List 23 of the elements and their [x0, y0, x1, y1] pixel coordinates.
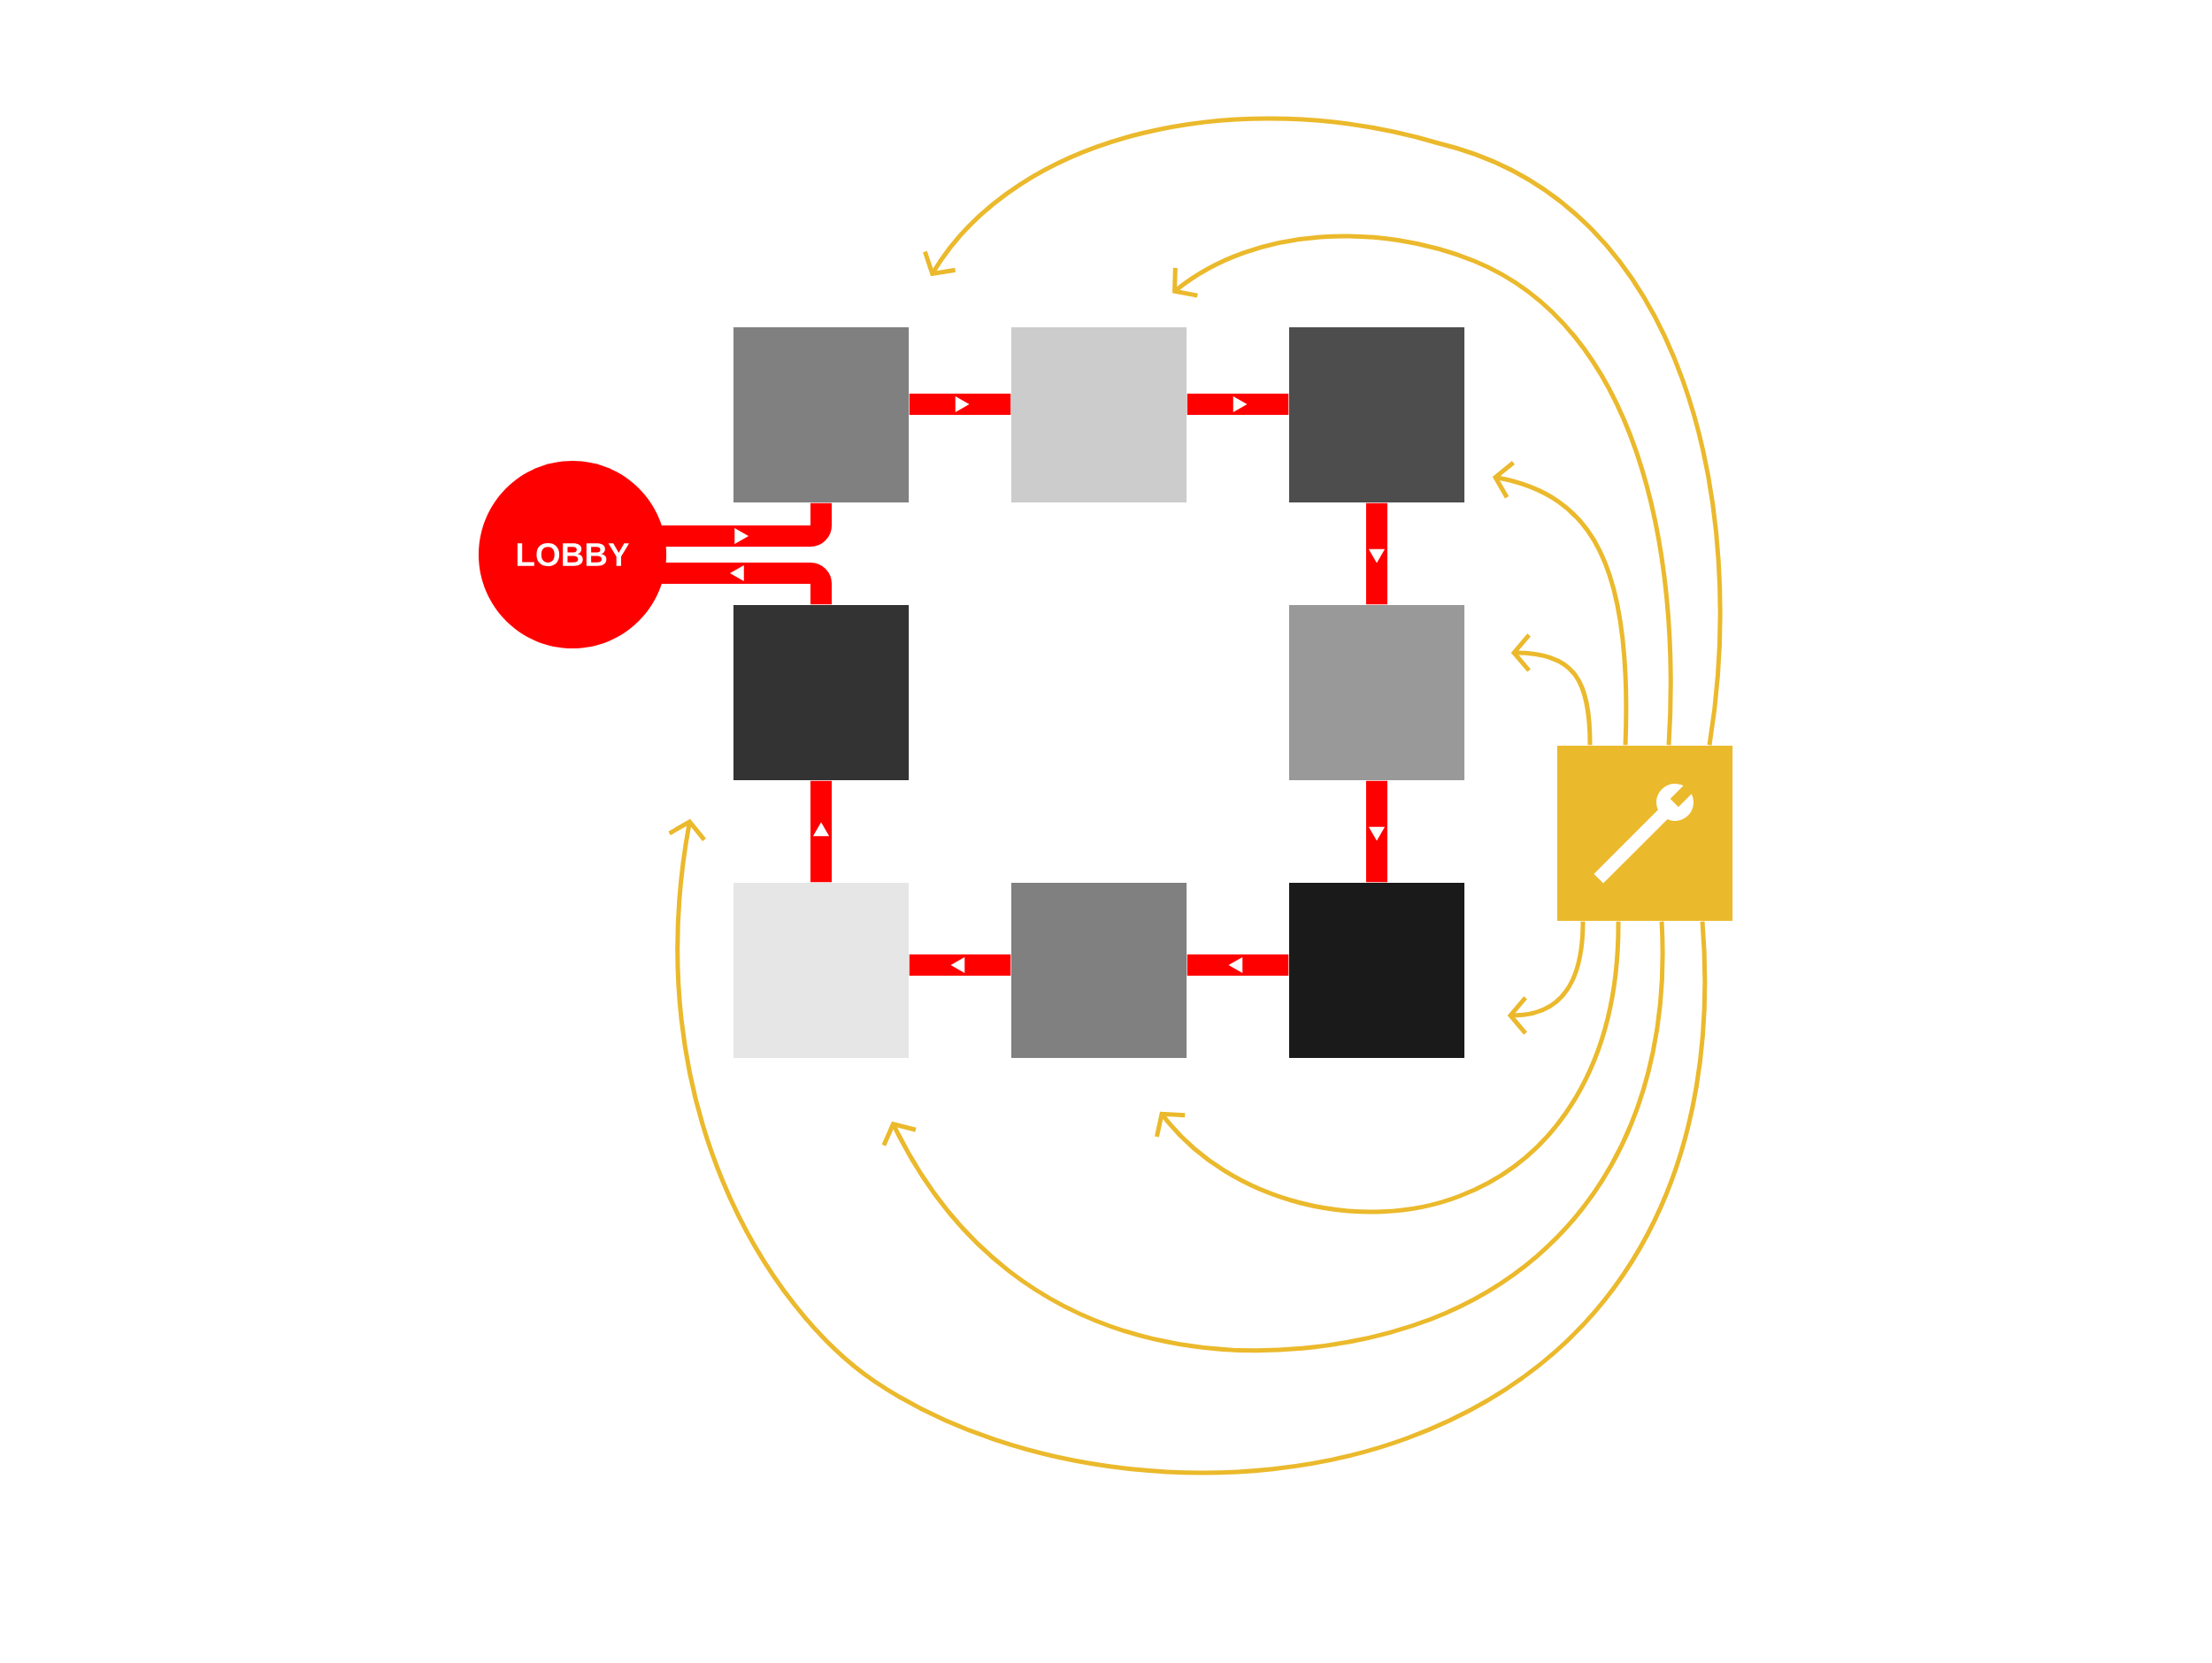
- curved-arrow: [1172, 234, 1673, 746]
- curved-arrow: [1507, 921, 1586, 1035]
- arrow: [1366, 780, 1388, 883]
- arrow: [810, 780, 832, 883]
- square-block: [1288, 326, 1465, 503]
- curved-arrow: [1510, 633, 1593, 746]
- curved-arrow: [1492, 461, 1629, 746]
- square-block: [733, 882, 910, 1059]
- square-block: [1288, 882, 1465, 1059]
- curved-arrow: [881, 921, 1665, 1353]
- curved-arrow: [923, 116, 1723, 746]
- square-block: [1010, 882, 1187, 1059]
- arrow: [909, 394, 1011, 415]
- curved-arrow: [1155, 921, 1621, 1215]
- square-block: [733, 604, 910, 781]
- square-block: [1288, 604, 1465, 781]
- square-block: [1010, 326, 1187, 503]
- arrow: [1366, 502, 1388, 605]
- square-block: [733, 326, 910, 503]
- curved-arrow: [668, 818, 1708, 1475]
- arrow: [1187, 954, 1289, 976]
- arrow: [909, 954, 1011, 976]
- arrow: [1187, 394, 1289, 415]
